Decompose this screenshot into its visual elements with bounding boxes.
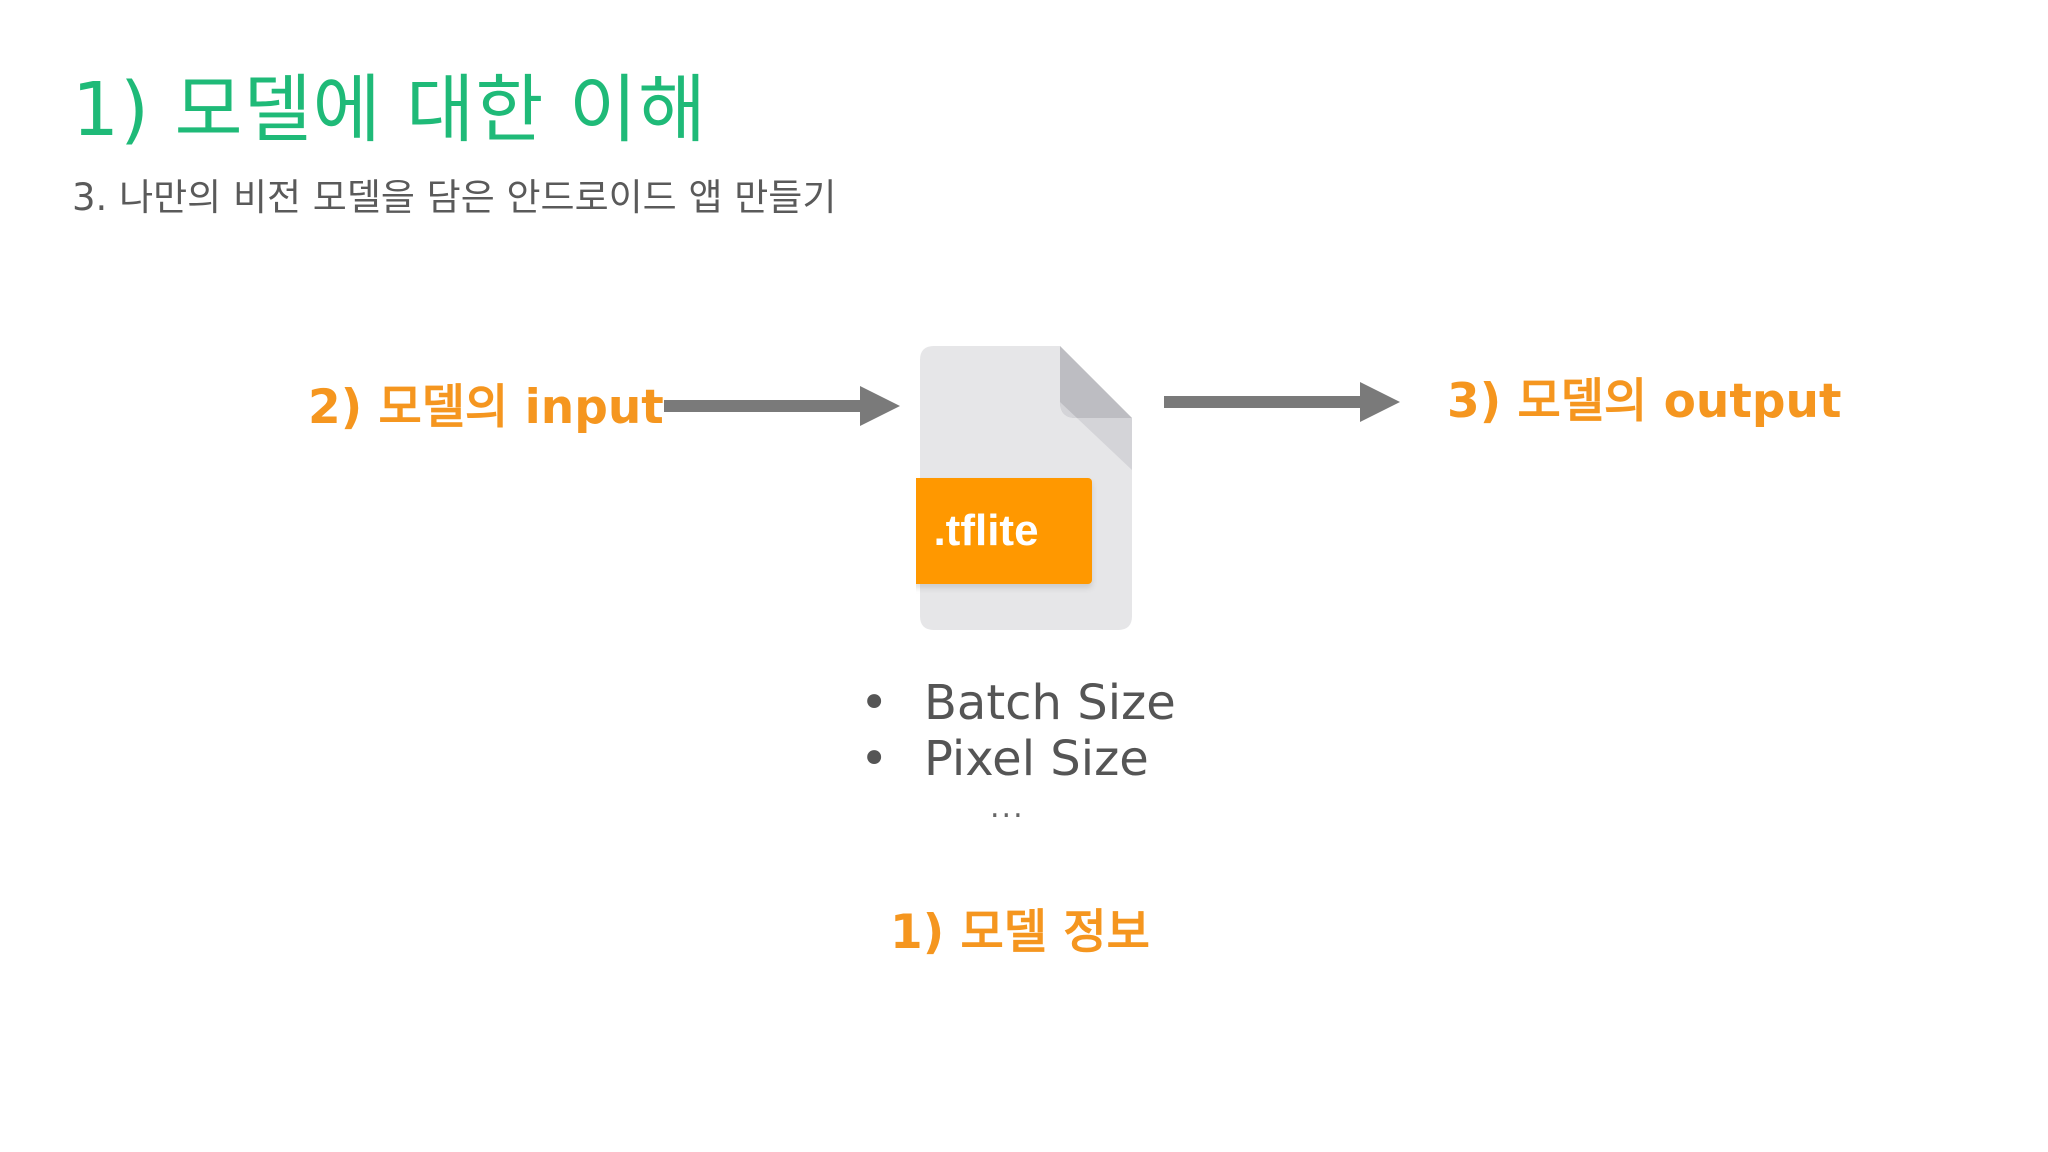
slide-title: 1) 모델에 대한 이해 bbox=[72, 67, 708, 153]
output-arrow-icon bbox=[1164, 382, 1400, 422]
slide-subtitle: 3. 나만의 비전 모델을 담은 안드로이드 앱 만들기 bbox=[72, 176, 837, 219]
input-arrow-icon bbox=[664, 386, 900, 426]
tflite-badge-label: .tflite bbox=[933, 506, 1039, 555]
tflite-file-icon bbox=[916, 346, 1132, 630]
bullet-icon: • bbox=[860, 675, 889, 731]
bullet-icon: • bbox=[860, 731, 889, 787]
model-info-list: • Batch Size • Pixel Size bbox=[860, 675, 1176, 787]
list-item-text: Pixel Size bbox=[924, 731, 1149, 787]
model-info-label: 1) 모델 정보 bbox=[890, 905, 1150, 960]
model-input-label: 2) 모델의 input bbox=[308, 380, 664, 435]
list-item: • Pixel Size bbox=[860, 731, 1176, 787]
list-item: • Batch Size bbox=[860, 675, 1176, 731]
list-item-text: Batch Size bbox=[924, 675, 1176, 731]
model-output-label: 3) 모델의 output bbox=[1447, 374, 1842, 429]
list-ellipsis: ... bbox=[990, 790, 1025, 825]
